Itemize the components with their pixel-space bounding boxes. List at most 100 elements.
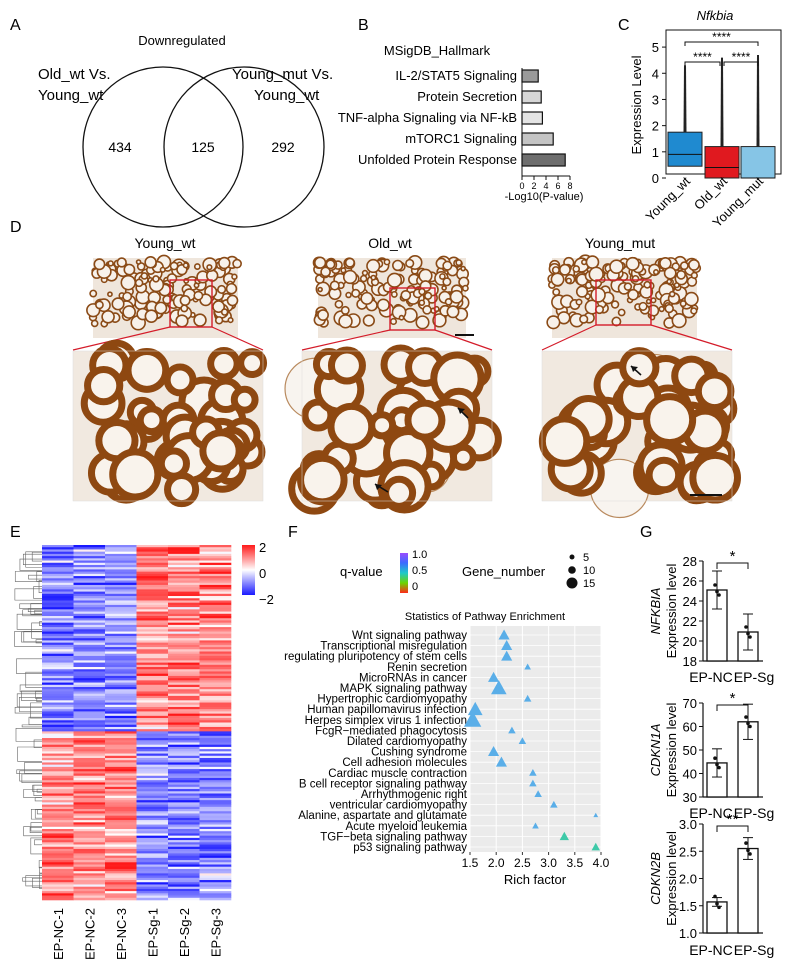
heatmap-cell bbox=[105, 771, 137, 774]
heatmap-cell bbox=[105, 755, 137, 759]
gland-cell bbox=[658, 305, 665, 313]
heatmap-cell bbox=[199, 713, 232, 717]
heatmap-cell bbox=[73, 762, 106, 765]
heatmap-cell bbox=[105, 593, 137, 597]
gland-cell bbox=[572, 265, 581, 273]
panel-letter-a: A bbox=[10, 17, 21, 34]
chart-b-category-label: Protein Secretion bbox=[417, 89, 517, 104]
heatmap-cell bbox=[199, 627, 232, 630]
heatmap-cell bbox=[136, 722, 169, 726]
heatmap-cell bbox=[136, 735, 169, 739]
heatmap-cell bbox=[73, 809, 106, 812]
heatmap-cell bbox=[136, 660, 169, 663]
heatmap-cell bbox=[105, 789, 137, 792]
heatmap-cell bbox=[42, 591, 74, 595]
heatmap-cell bbox=[199, 893, 232, 896]
heatmap-cell bbox=[136, 766, 169, 770]
gland-cell bbox=[193, 290, 204, 301]
chart-g-tick-label: 24 bbox=[683, 594, 697, 609]
heatmap-cell bbox=[42, 844, 74, 848]
heatmap-cell bbox=[105, 746, 137, 750]
dendrogram-branch bbox=[16, 693, 42, 708]
chart-g-significance-label: * bbox=[730, 548, 736, 565]
heatmap-cell bbox=[168, 868, 200, 872]
heatmap-cell bbox=[42, 884, 74, 887]
chart-b-bar bbox=[521, 69, 539, 83]
chart-f-category-label: Renin secretion bbox=[387, 662, 467, 674]
chart-f-category-label: Arrhythmogenic right bbox=[361, 789, 468, 801]
heatmap-cell bbox=[73, 848, 106, 852]
heatmap-cell bbox=[42, 551, 74, 555]
chart-b-tick-label: 4 bbox=[543, 181, 548, 191]
heatmap-cell bbox=[199, 802, 232, 805]
heatmap-cell bbox=[105, 642, 137, 646]
chart-c-title: Nfkbia bbox=[697, 8, 734, 23]
dendrogram-branch bbox=[21, 690, 42, 701]
chart-f-point bbox=[550, 800, 558, 808]
gland-cell bbox=[206, 264, 213, 271]
heatmap-cell bbox=[73, 722, 106, 726]
heatmap-cell bbox=[42, 680, 74, 683]
arrow-head-icon bbox=[458, 408, 465, 414]
heatmap-cell bbox=[168, 618, 200, 621]
heatmap-cell bbox=[42, 653, 74, 657]
heatmap-cell bbox=[168, 651, 200, 655]
heatmap-cell bbox=[168, 780, 200, 783]
heatmap-cell bbox=[105, 802, 137, 805]
heatmap-cell bbox=[136, 860, 169, 863]
heatmap-cell bbox=[42, 640, 74, 643]
heatmap-cell bbox=[199, 556, 232, 559]
dendrogram-branch bbox=[25, 671, 42, 688]
gland-cell bbox=[673, 282, 680, 289]
heatmap-column-label: EP-Sg-1 bbox=[145, 908, 160, 957]
heatmap-cell bbox=[199, 791, 232, 794]
heatmap-cell bbox=[105, 760, 137, 763]
heatmap-cell bbox=[73, 844, 106, 848]
heatmap-cell bbox=[136, 888, 169, 892]
heatmap-cell bbox=[105, 584, 137, 588]
heatmap-cell bbox=[105, 598, 137, 601]
heatmap-cell bbox=[199, 715, 232, 719]
heatmap-cell bbox=[42, 675, 74, 679]
heatmap-cell bbox=[199, 820, 232, 823]
gland-cell bbox=[643, 280, 652, 289]
heatmap-cell bbox=[168, 611, 200, 615]
heatmap-cell bbox=[42, 691, 74, 694]
dendrogram-branch bbox=[31, 551, 42, 562]
panel-a: A Downregulated Old_wt Vs. Young_wt Youn… bbox=[10, 17, 333, 228]
heatmap-cell bbox=[42, 693, 74, 697]
heatmap-cell bbox=[168, 638, 200, 641]
heatmap-cell bbox=[199, 616, 232, 619]
gland-cell bbox=[684, 291, 699, 307]
heatmap-cell bbox=[168, 751, 200, 754]
heatmap-cell bbox=[168, 826, 200, 830]
chart-c-tick-label: 1 bbox=[652, 145, 659, 160]
gland-cell bbox=[340, 267, 347, 274]
heatmap-cell bbox=[199, 884, 232, 887]
heatmap-cell bbox=[168, 547, 200, 550]
chart-g-data-point bbox=[748, 724, 752, 729]
chart-b-bar bbox=[521, 132, 554, 146]
heatmap-cell bbox=[199, 598, 232, 601]
heatmap-cell bbox=[168, 558, 200, 561]
heatmap-cell bbox=[199, 604, 232, 608]
heatmap-cell bbox=[168, 771, 200, 774]
panel-letter-c: C bbox=[618, 17, 630, 34]
heatmap-cell bbox=[168, 718, 200, 721]
heatmap-cell bbox=[42, 642, 74, 646]
heatmap-cell bbox=[42, 618, 74, 621]
heatmap-cell bbox=[168, 671, 200, 674]
heatmap-cell bbox=[42, 720, 74, 723]
heatmap-cell bbox=[42, 771, 74, 774]
heatmap-cell bbox=[168, 624, 200, 628]
heatmap-cell bbox=[168, 789, 200, 792]
heatmap-cell bbox=[136, 777, 169, 781]
heatmap-cell bbox=[73, 713, 106, 717]
chart-c-tick-label: 0 bbox=[652, 171, 659, 186]
heatmap-cell bbox=[168, 660, 200, 663]
heatmap-cell bbox=[73, 635, 106, 639]
chart-f-size-tick: 5 bbox=[583, 552, 589, 564]
heatmap-cell bbox=[73, 855, 106, 859]
heatmap-cell bbox=[42, 795, 74, 799]
heatmap-cell bbox=[42, 800, 74, 803]
